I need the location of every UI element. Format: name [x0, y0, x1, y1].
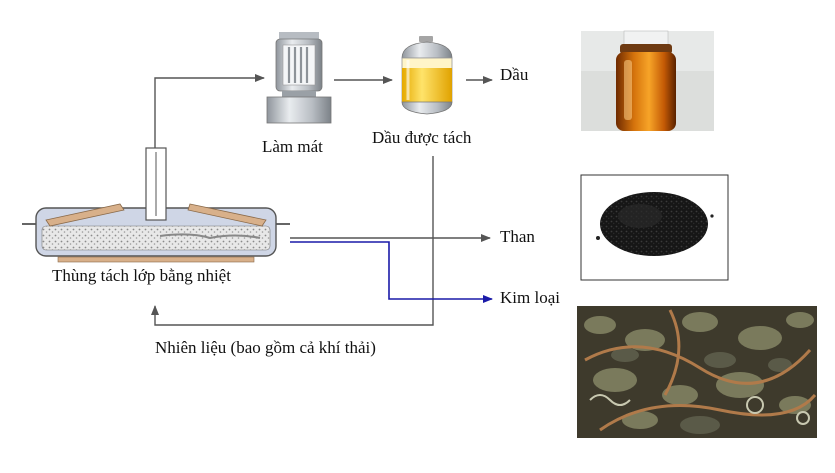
metal-scrap-image: [577, 306, 817, 438]
char-image: [580, 174, 729, 281]
reactor-label: Thùng tách lớp bằng nhiệt: [52, 266, 231, 285]
fuel-return-line: [151, 156, 434, 326]
fuel-label: Nhiên liệu (bao gồm cả khí thải): [155, 338, 376, 357]
metal-output-arrow: [290, 241, 493, 303]
condenser-icon: [266, 32, 332, 124]
metal-label: Kim loại: [500, 288, 560, 307]
cooler-label: Làm mát: [262, 137, 323, 156]
vapor-line: [154, 74, 265, 148]
oil-tank-icon: [401, 36, 453, 115]
char-label: Than: [500, 227, 535, 246]
oil-separator-label: Dầu được tách: [372, 128, 472, 147]
oil-jar-image: [581, 30, 714, 131]
oil-label: Dầu: [500, 65, 529, 84]
pyrolysis-reactor-icon: [22, 147, 290, 263]
